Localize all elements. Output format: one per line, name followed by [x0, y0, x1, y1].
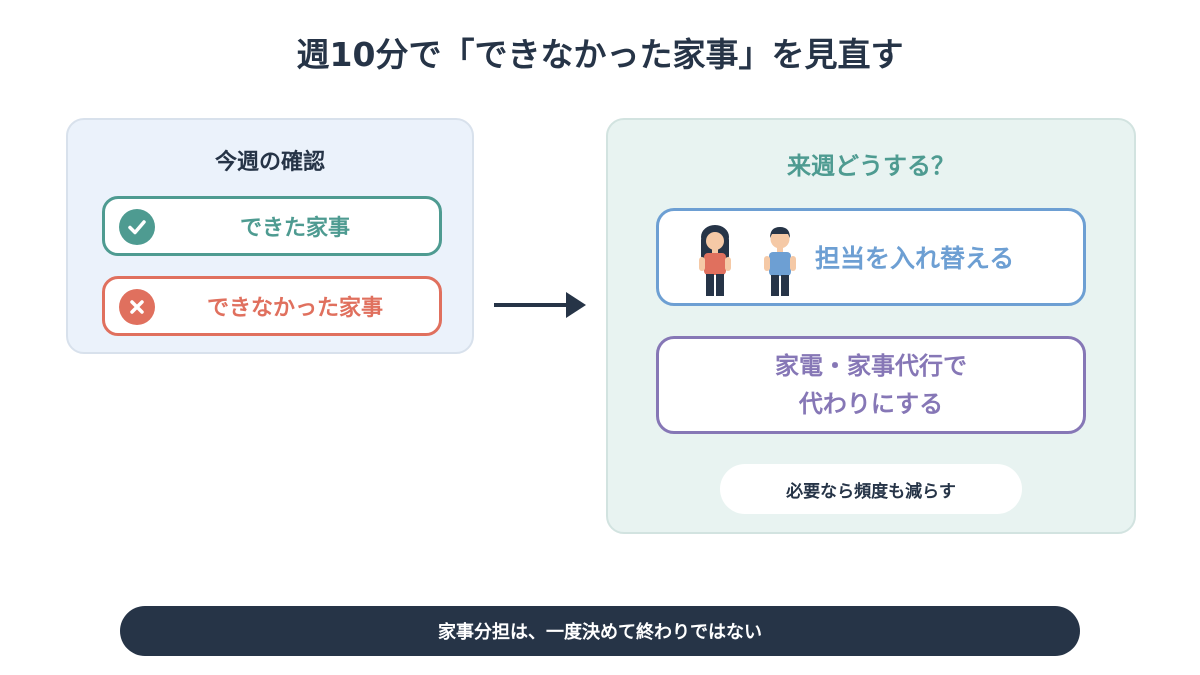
check-circle-icon [119, 209, 155, 245]
outsource-option: 家電・家事代行で 代わりにする [656, 336, 1086, 434]
bottom-banner: 家事分担は、一度決めて終わりではない [120, 606, 1080, 656]
reduce-frequency-note: 必要なら頻度も減らす [720, 464, 1022, 514]
right-arrow-icon [494, 292, 586, 318]
swap-roles-label: 担当を入れ替える [815, 244, 1015, 273]
couple-icon [699, 225, 796, 296]
this-week-panel: 今週の確認 できた家事 できなかった家事 [66, 118, 474, 354]
done-chores-label: できた家事 [239, 216, 350, 241]
not-done-chores-item: できなかった家事 [102, 276, 442, 336]
outsource-label-line1: 家電・家事代行で [775, 352, 967, 380]
page-title: 週10分で「できなかった家事」を見直す [296, 35, 904, 74]
man-icon [764, 227, 796, 296]
next-week-title: 来週どうする？ [787, 152, 955, 180]
next-week-panel: 来週どうする？ [606, 118, 1136, 534]
x-circle-icon [119, 289, 155, 325]
this-week-title: 今週の確認 [214, 150, 325, 175]
woman-icon [699, 225, 731, 296]
not-done-chores-label: できなかった家事 [206, 296, 383, 321]
done-chores-item: できた家事 [102, 196, 442, 256]
outsource-label-line2: 代わりにする [798, 390, 944, 418]
swap-roles-option: 担当を入れ替える [656, 208, 1086, 306]
